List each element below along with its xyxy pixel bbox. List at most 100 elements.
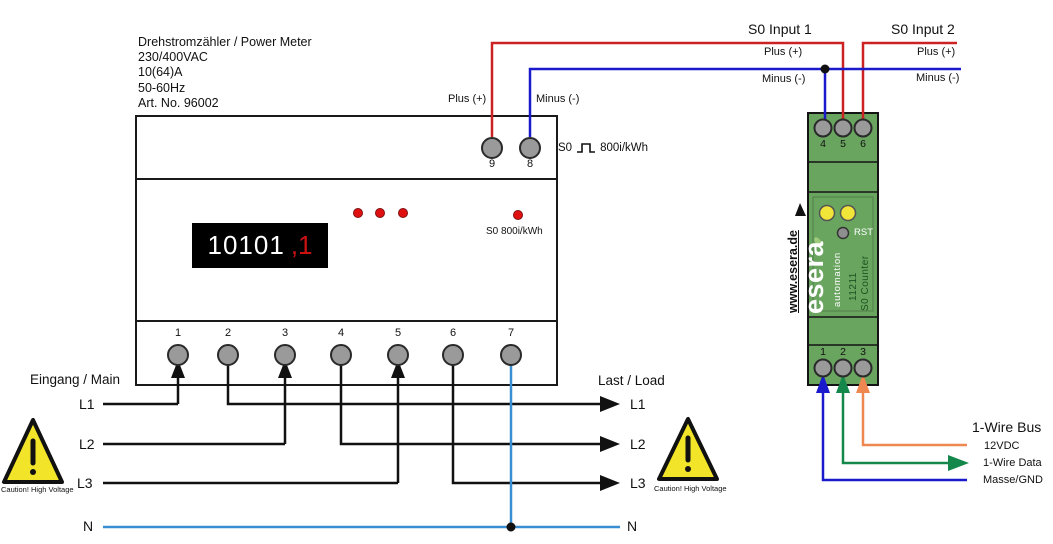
terminal-5-number: 5 [394, 327, 402, 339]
arrow-load-l2 [600, 436, 620, 452]
module-terminal-6 [853, 118, 873, 138]
one-wire-12vdc-label: 12VDC [984, 440, 1020, 452]
load-l2-label: L2 [630, 436, 646, 452]
module-terminal-4 [813, 118, 833, 138]
s0-prefix: S0 [558, 141, 573, 154]
mains-l1-label: L1 [79, 396, 95, 412]
terminal-1-number: 1 [174, 327, 182, 339]
load-n-label: N [627, 518, 638, 534]
module-led-1 [818, 204, 836, 222]
module-terminal-1-number: 1 [820, 346, 826, 358]
load-heading: Last / Load [598, 373, 665, 388]
s0-input2-title: S0 Input 2 [891, 21, 955, 37]
reset-button[interactable] [836, 226, 850, 240]
s0-out-minus-label: Minus (-) [536, 93, 580, 105]
module-terminal-3 [853, 358, 873, 378]
junction-dot-minus [820, 64, 830, 74]
meter-terminal-5 [387, 344, 409, 366]
module-terminal-1 [813, 358, 833, 378]
exclamation-dot [30, 469, 36, 475]
meter-article-number: Art. No. 96002 [138, 95, 219, 110]
wire-l2-load [339, 365, 600, 446]
warning-text-right: Caution! High Voltage [654, 484, 727, 493]
wire-12vdc [861, 393, 967, 447]
meter-terminal-7 [500, 344, 522, 366]
one-wire-data-label: 1-Wire Data [983, 457, 1042, 469]
s0-suffix: 800i/kWh [600, 141, 649, 154]
one-wire-heading: 1-Wire Bus [972, 419, 1042, 435]
module-terminal-6-number: 6 [860, 138, 866, 150]
display-decimal: ,1 [290, 230, 313, 260]
module-terminal-4-number: 4 [820, 138, 826, 150]
terminal-9-number: 9 [488, 158, 496, 170]
junction-dot-neutral [506, 522, 516, 532]
wire-s0-input1-plus [490, 41, 845, 137]
wire-gnd [821, 393, 967, 482]
wire-l3-load [451, 365, 600, 485]
meter-terminal-1 [167, 344, 189, 366]
one-wire-gnd-label: Masse/GND [983, 474, 1043, 486]
s0-led-label: S0 800i/kWh [486, 226, 543, 237]
module-product-name: S0 Counter [860, 255, 871, 311]
meter-title: Drehstromzähler / Power Meter [138, 35, 312, 49]
meter-terminal-9 [481, 137, 503, 159]
exclamation-dot [685, 466, 691, 472]
mains-heading: Eingang / Main [30, 372, 121, 387]
pulse-icon [577, 143, 596, 153]
arrow-into-module-3 [856, 374, 870, 393]
module-terminal-5 [833, 118, 853, 138]
wire-l1-load [226, 365, 600, 406]
warning-text-left: Caution! High Voltage [1, 485, 74, 494]
terminal-6-number: 6 [449, 327, 457, 339]
mains-l3-label: L3 [77, 475, 93, 491]
module-terminal-5-number: 5 [840, 138, 846, 150]
arrow-load-l1 [600, 396, 620, 412]
meter-terminal-6 [442, 344, 464, 366]
reset-label: RST [854, 227, 873, 238]
leaf-icon [814, 237, 822, 247]
arrow-into-terminal-1 [171, 360, 185, 378]
arrow-into-terminal-5 [391, 360, 405, 378]
arrow-into-terminal-3 [278, 360, 292, 378]
brand-sub-text: automation [832, 251, 843, 307]
s0-input2-plus: Plus (+) [917, 46, 956, 58]
s0-pulse-led [513, 210, 523, 220]
s0-pulse-rating: S0 800i/kWh [558, 141, 648, 154]
terminal-8-number: 8 [526, 158, 534, 170]
s0-input1-title: S0 Input 1 [748, 21, 812, 37]
wire-s0-input2-plus [861, 41, 957, 121]
module-led-2 [839, 204, 857, 222]
meter-terminal-4 [330, 344, 352, 366]
display-value: 10101 [207, 230, 285, 260]
module-article-number: 11211 [848, 272, 859, 301]
meter-terminal-3 [274, 344, 296, 366]
meter-led-3 [398, 208, 408, 218]
terminal-2-number: 2 [224, 327, 232, 339]
meter-led-2 [375, 208, 385, 218]
meter-terminal-2 [217, 344, 239, 366]
meter-voltage: 230/400VAC [138, 50, 208, 65]
wire-1wire-data [841, 393, 950, 465]
meter-info: Drehstromzähler / Power Meter 230/400VAC… [138, 35, 312, 111]
website-arrow-icon [795, 203, 806, 216]
load-l3-label: L3 [630, 475, 646, 491]
s0-input2-minus: Minus (-) [916, 72, 960, 84]
module-label-panel [812, 196, 874, 312]
module-terminal-3-number: 3 [860, 346, 866, 358]
arrow-load-l3 [600, 475, 620, 491]
load-l1-label: L1 [630, 396, 646, 412]
s0-input1-minus: Minus (-) [762, 73, 806, 85]
s0-out-plus-label: Plus (+) [448, 93, 487, 105]
arrow-1wire-data [948, 455, 969, 471]
terminal-4-number: 4 [337, 327, 345, 339]
mains-n-label: N [83, 518, 94, 534]
brand-logo-text: esera [799, 240, 829, 314]
module-terminal-2-number: 2 [840, 346, 846, 358]
meter-led-1 [353, 208, 363, 218]
s0-input1-plus: Plus (+) [764, 46, 803, 58]
module-terminal-2 [833, 358, 853, 378]
meter-frequency: 50-60Hz [138, 80, 186, 95]
meter-current: 10(64)A [138, 65, 183, 80]
wire-s0-minus-bus [528, 67, 961, 137]
